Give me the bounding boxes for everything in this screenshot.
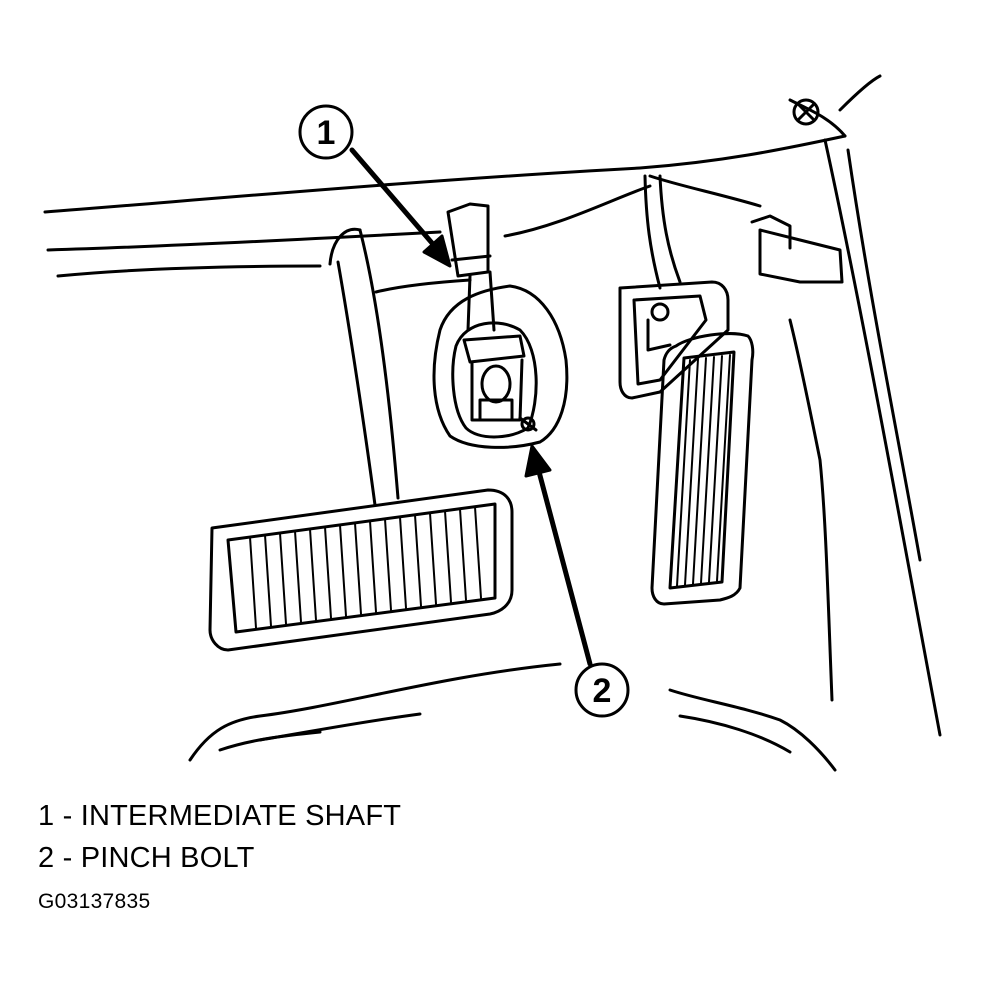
accelerator-pedal-pad (650, 332, 755, 606)
screw-icon (792, 98, 820, 126)
callout-2-number: 2 (593, 672, 612, 710)
steering-column-opening (432, 284, 569, 449)
callout-1-number: 1 (317, 114, 336, 152)
brake-pedal-pad (208, 488, 514, 652)
intermediate-shaft (446, 202, 496, 332)
legend-item-intermediate-shaft: 1 - INTERMEDIATE SHAFT (38, 800, 402, 832)
callout-1: 1 (298, 104, 452, 268)
kick-panel (648, 138, 942, 737)
figure-id: G03137835 (38, 890, 151, 913)
floor-lines (188, 662, 837, 772)
legend: 1 - INTERMEDIATE SHAFT 2 - PINCH BOLT (38, 795, 401, 879)
brake-pedal-arm (328, 227, 400, 507)
callout-2: 2 (524, 444, 630, 718)
u-joint (462, 334, 526, 422)
pinch-bolt (518, 416, 538, 432)
pedal-area-illustration: 1 2 (43, 74, 942, 772)
dashboard-panel (43, 74, 882, 294)
legend-item-pinch-bolt: 2 - PINCH BOLT (38, 842, 255, 874)
accelerator-pedal-bracket (618, 174, 730, 400)
